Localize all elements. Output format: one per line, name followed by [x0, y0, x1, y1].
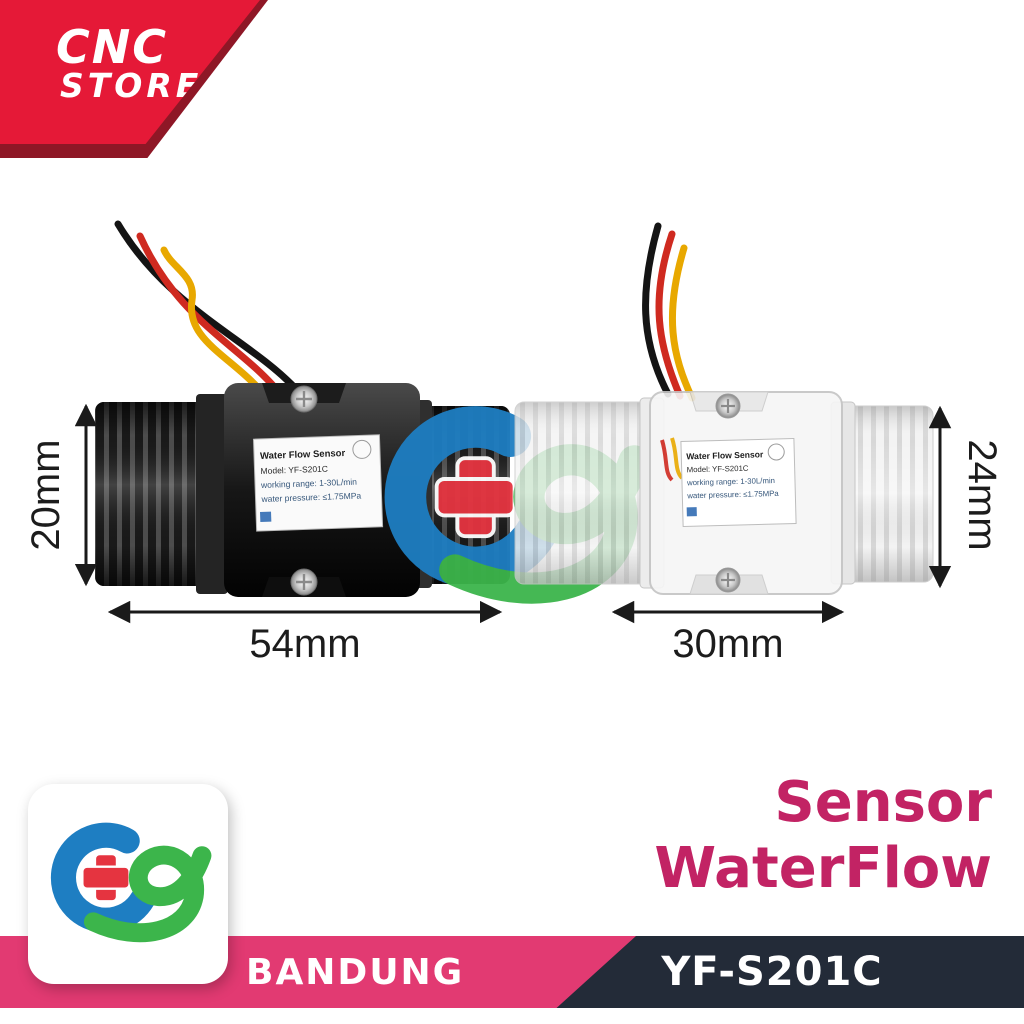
wire-yellow: [668, 244, 696, 402]
screw-icon: [715, 567, 741, 593]
screw-icon: [290, 568, 318, 596]
dim-right-height: 24mm: [960, 439, 1004, 550]
inner-wire-yellow: [670, 437, 684, 480]
transparent-sensor-wires: [642, 222, 696, 402]
label-plate: [680, 438, 797, 527]
transparent-sensor-label: Water Flow Sensor Model: YF-S201C workin…: [680, 438, 797, 527]
label-model: Model: YF-S201C: [687, 464, 749, 475]
inner-wire-red: [660, 439, 674, 482]
transparent-flow-sensor: Water Flow Sensor Model: YF-S201C workin…: [514, 222, 934, 595]
wire-black: [114, 220, 299, 392]
city-text: BANDUNG: [246, 951, 465, 993]
screw-icon: [290, 385, 318, 413]
label-pressure: water pressure: ≤1.75MPa: [260, 490, 361, 504]
store-name-line2: STORE: [60, 66, 203, 105]
store-ribbon: CNC STORE: [0, 0, 260, 144]
store-logo: [43, 799, 213, 969]
black-sensor-left-collar: [196, 394, 228, 594]
wire-red: [655, 230, 684, 400]
product-photo: Water Flow Sensor Model: YF-S201C workin…: [24, 220, 1004, 666]
screw-icon: [715, 393, 741, 419]
wire-red: [136, 232, 281, 394]
transparent-sensor-left-thread: [514, 401, 652, 585]
black-sensor-label: Water Flow Sensor Model: YF-S201C workin…: [252, 434, 384, 532]
model-band: YF-S201C: [520, 936, 1024, 1008]
store-name-line1: CNC: [56, 20, 169, 74]
wire-black: [642, 222, 672, 398]
wire-yellow: [160, 246, 266, 396]
product-caption: Sensor WaterFlow: [654, 770, 992, 901]
label-logo-mark: [260, 511, 272, 523]
dim-right-length: 30mm: [672, 622, 783, 666]
dim-left-height: 20mm: [24, 439, 68, 550]
caption-line1: Sensor: [774, 770, 992, 835]
black-flow-sensor: Water Flow Sensor Model: YF-S201C workin…: [95, 220, 510, 597]
label-range: working range: 1-30L/min: [686, 476, 775, 487]
transparent-sensor-right-thread: [842, 405, 934, 583]
label-title: Water Flow Sensor: [686, 449, 764, 461]
dimension-annotations: [74, 403, 952, 624]
store-logo-icon: [48, 820, 202, 936]
black-sensor-wires: [114, 220, 299, 396]
label-pressure: water pressure: ≤1.75MPa: [686, 489, 779, 500]
model-text: YF-S201C: [661, 949, 883, 995]
dim-left-length: 54mm: [249, 622, 360, 666]
label-stamp-icon: [352, 439, 372, 459]
label-stamp-icon: [767, 443, 785, 461]
store-logo-box: [28, 784, 228, 984]
label-logo-mark: [686, 507, 697, 517]
caption-line2: WaterFlow: [654, 835, 992, 901]
label-model: Model: YF-S201C: [260, 464, 328, 476]
label-range: working range: 1-30L/min: [260, 477, 357, 490]
label-plate: [252, 434, 384, 532]
label-title: Water Flow Sensor: [260, 448, 346, 462]
